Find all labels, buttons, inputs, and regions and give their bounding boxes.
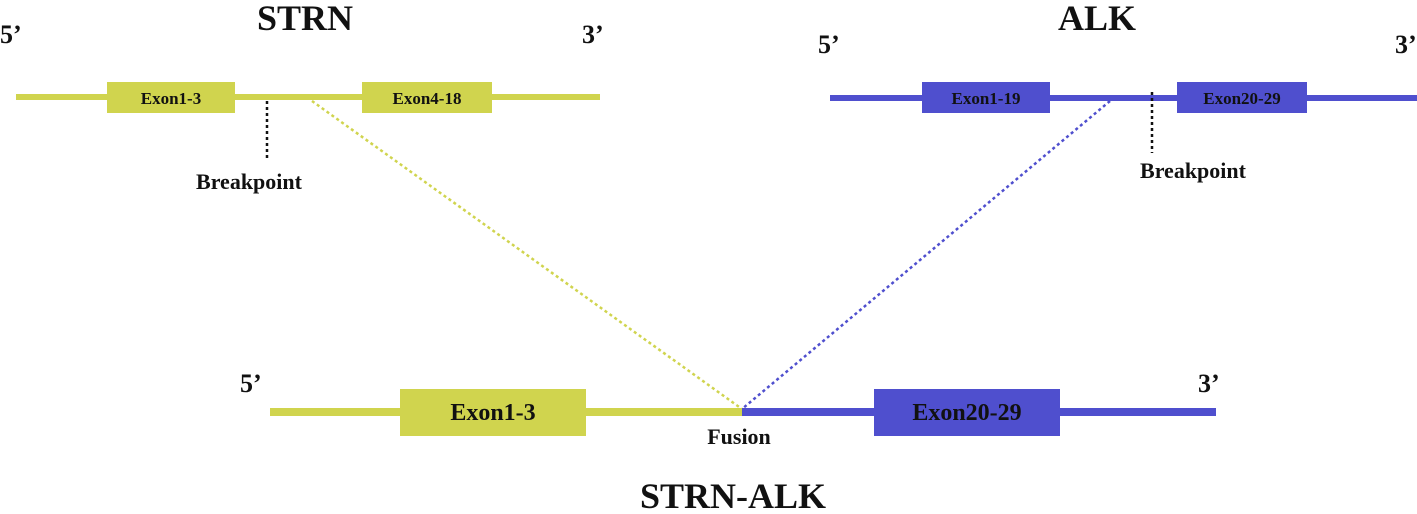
- strn-exon-4-18-label: Exon4-18: [393, 89, 462, 108]
- strn-5prime-label: 5’: [0, 20, 22, 49]
- strn-exon-1-3: [107, 82, 235, 113]
- alk-exon-1-19: [922, 82, 1050, 113]
- strn-gene: STRN 5’ 3’ Exon1-3 Exon4-18 Breakpoint: [0, 0, 604, 194]
- fusion-gene: 5’ 3’ Exon1-3 Exon20-29 Fusion STRN-ALK: [240, 369, 1220, 514]
- fusion-junction-label: Fusion: [707, 424, 771, 449]
- alk-title: ALK: [1058, 0, 1136, 38]
- fusion-exon-20-29-label: Exon20-29: [912, 400, 1021, 426]
- fusion-exon-1-3-label: Exon1-3: [450, 400, 535, 426]
- alk-3prime-label: 3’: [1395, 30, 1417, 59]
- alk-exon-1-19-label: Exon1-19: [952, 89, 1021, 108]
- fusion-5prime-label: 5’: [240, 369, 262, 398]
- alk-exon-20-29-label: Exon20-29: [1203, 89, 1280, 108]
- alk-gene: ALK 5’ 3’ Exon1-19 Exon20-29 Breakpoint: [818, 0, 1417, 183]
- strn-breakpoint-label: Breakpoint: [196, 169, 303, 194]
- fusion-title: STRN-ALK: [640, 476, 826, 514]
- strn-to-fusion-connector: [311, 99, 743, 411]
- alk-5prime-label: 5’: [818, 30, 840, 59]
- fusion-exon-20-29: [874, 389, 1060, 436]
- fusion-exon-1-3: [400, 389, 586, 436]
- strn-title: STRN: [257, 0, 353, 38]
- alk-exon-20-29: [1177, 82, 1307, 113]
- strn-exon-4-18: [362, 82, 492, 113]
- strn-exon-1-3-label: Exon1-3: [141, 89, 201, 108]
- fusion-3prime-label: 3’: [1198, 369, 1220, 398]
- alk-breakpoint-label: Breakpoint: [1140, 158, 1247, 183]
- strn-3prime-label: 3’: [582, 20, 604, 49]
- alk-to-fusion-connector: [741, 100, 1111, 410]
